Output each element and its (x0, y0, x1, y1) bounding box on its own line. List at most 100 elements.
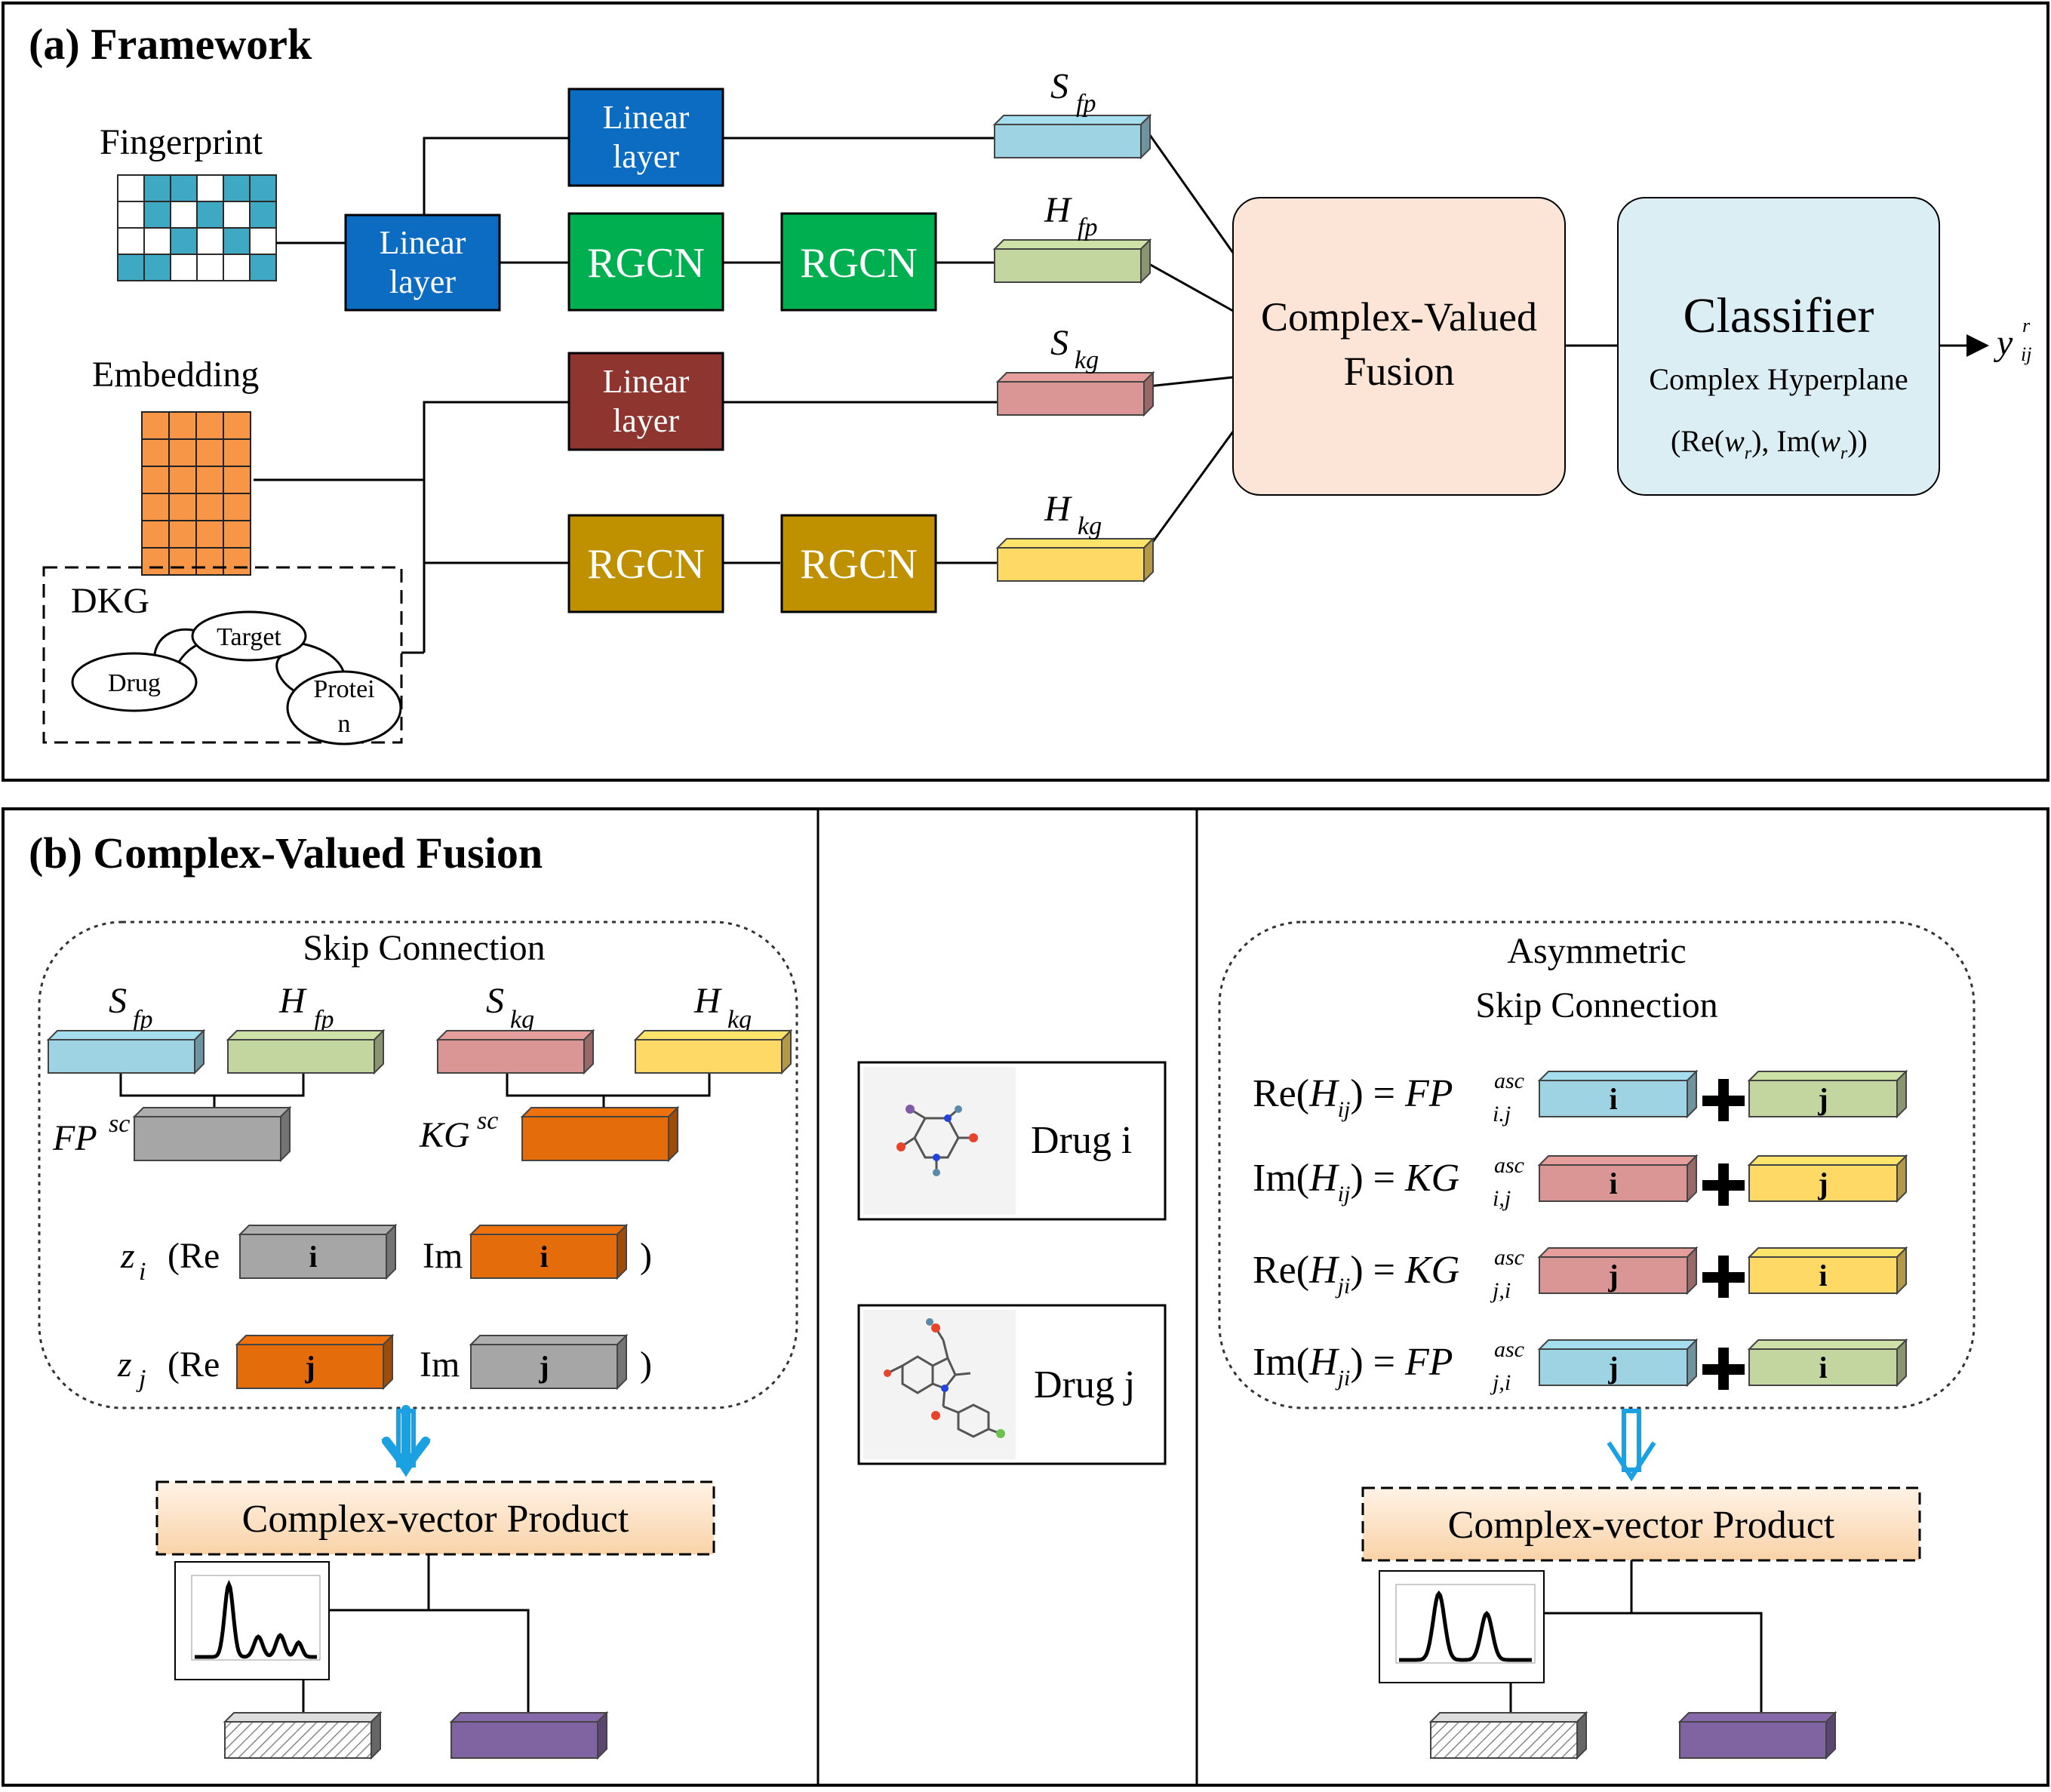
fingerprint-label: Fingerprint (100, 122, 263, 162)
svg-text:kg: kg (727, 1006, 752, 1034)
linear-layer-top: Linear layer (567, 88, 724, 187)
complex-vector-product-left: Complex-vector Product (155, 1480, 715, 1556)
svg-text:j: j (136, 1365, 146, 1393)
vector-s-fp (992, 113, 1152, 160)
svg-text:layer: layer (613, 402, 679, 439)
embedding-cell (195, 493, 224, 521)
output-vectors-left (223, 1711, 609, 1760)
skip-label-h-kg: H kg (693, 981, 752, 1034)
asym-vector-left-3: j (1537, 1246, 1699, 1296)
equation-3: Re(Hji) = KG (1253, 1249, 1459, 1299)
asym-vector-right-4: i (1747, 1338, 1908, 1388)
plus-icon-vertical (1718, 1256, 1729, 1298)
skip-connection-frame (38, 921, 798, 1409)
asym-vector-right-2: j (1747, 1154, 1908, 1203)
label-h-kg: H kg (1044, 489, 1102, 540)
fingerprint-cell (196, 174, 224, 202)
svg-text:H: H (693, 981, 722, 1021)
panel-a-title: (a) Framework (29, 20, 312, 69)
output-tree-left (302, 1554, 530, 1722)
equation-4: Im(Hji) = FP (1253, 1341, 1453, 1391)
embedding-cell (168, 466, 197, 494)
embedding-cell (168, 520, 197, 549)
fingerprint-cell (143, 201, 171, 229)
fingerprint-cell (196, 201, 224, 229)
fingerprint-cell (196, 227, 224, 255)
svg-text:r: r (2022, 315, 2031, 337)
down-arrow-left-chevron (381, 1409, 431, 1477)
rgcn-gold-1: RGCN (567, 514, 724, 613)
asym-skip-frame (1218, 921, 1976, 1409)
equation-1-sub: i.j (1493, 1102, 1511, 1127)
svg-text:Complex-vector Product: Complex-vector Product (1448, 1504, 1835, 1547)
svg-text:H: H (278, 981, 307, 1021)
label-fp-sc: FP sc (52, 1110, 130, 1158)
dkg-graph (71, 610, 402, 745)
svg-text:KG: KG (419, 1115, 470, 1155)
equation-3-sub: j,i (1490, 1278, 1511, 1303)
svg-text:z: z (117, 1345, 132, 1385)
panel-a-connectors (254, 124, 1989, 654)
dkg-node-protein-label-2: n (338, 710, 351, 738)
svg-text:kg: kg (1078, 512, 1102, 540)
embedding-cell (223, 547, 251, 576)
equation-1: Re(Hij) = FP (1253, 1072, 1453, 1122)
z-i-im-vector-label: i (540, 1240, 548, 1274)
vector-h-fp (992, 238, 1152, 284)
output-hatched-vector-left (223, 1711, 383, 1760)
fingerprint-cell (143, 227, 171, 255)
z-j-re-vector-label: j (304, 1350, 315, 1384)
svg-text:ij: ij (2021, 343, 2031, 365)
z-i-row: z i (Re Im ) (120, 1236, 652, 1286)
fingerprint-cell (117, 174, 145, 202)
svg-text:S: S (109, 981, 127, 1021)
down-arrow-right (1607, 1409, 1656, 1482)
skip-vector-h-fp (226, 1028, 386, 1075)
fingerprint-cell (249, 174, 277, 202)
asym-vector-left-2: i (1537, 1154, 1699, 1203)
drug-i-card: Drug i (857, 1061, 1167, 1221)
svg-text:fp: fp (314, 1006, 334, 1034)
asym-vector-right-4-label: i (1819, 1351, 1827, 1385)
skip-label-s-fp: S fp (109, 981, 152, 1034)
skip-label-h-fp: H fp (278, 981, 334, 1034)
svg-text:(Re: (Re (168, 1236, 220, 1276)
fingerprint-cell (117, 227, 145, 255)
svg-text:Im: Im (423, 1236, 463, 1276)
svg-text:layer: layer (389, 263, 456, 300)
asym-vector-left-1: i (1537, 1069, 1699, 1119)
fp-sc-vector (132, 1105, 292, 1163)
skip-vector-s-fp (46, 1028, 206, 1075)
asym-vector-left-4-label: j (1607, 1351, 1618, 1385)
svg-text:Complex-vector Product: Complex-vector Product (242, 1498, 629, 1541)
fingerprint-cell (143, 254, 171, 281)
linear-layer-fingerprint: Linear layer (344, 214, 501, 312)
svg-text:Linear: Linear (603, 99, 690, 136)
svg-text:): ) (640, 1236, 652, 1276)
svg-text:FP: FP (52, 1118, 97, 1158)
panel-a-frame (2, 2, 2049, 782)
vector-h-kg-block (995, 536, 1155, 583)
svg-text:sc: sc (109, 1110, 130, 1138)
svg-text:(Re(wr), Im(wr)): (Re(wr), Im(wr)) (1671, 424, 1868, 463)
panel-b-frame (2, 807, 2049, 1787)
skip-connectors (119, 1073, 711, 1117)
skip-vector-s-kg (435, 1028, 595, 1075)
fingerprint-cell (249, 227, 277, 255)
svg-text:Drug j: Drug j (1034, 1363, 1135, 1406)
fingerprint-cell (117, 254, 145, 281)
svg-text:fp: fp (133, 1006, 152, 1034)
embedding-cell (195, 466, 224, 494)
fingerprint-cell (223, 201, 251, 229)
embedding-cell (195, 438, 224, 467)
embedding-cell (141, 438, 170, 467)
embedding-label: Embedding (92, 355, 259, 395)
embedding-cell (141, 547, 170, 576)
output-purple-vector-left (449, 1711, 609, 1760)
vector-h-kg (995, 536, 1155, 583)
asym-vector-left-2-label: i (1609, 1166, 1617, 1200)
embedding-cell (223, 438, 251, 467)
plus-icon-vertical (1718, 1163, 1729, 1206)
